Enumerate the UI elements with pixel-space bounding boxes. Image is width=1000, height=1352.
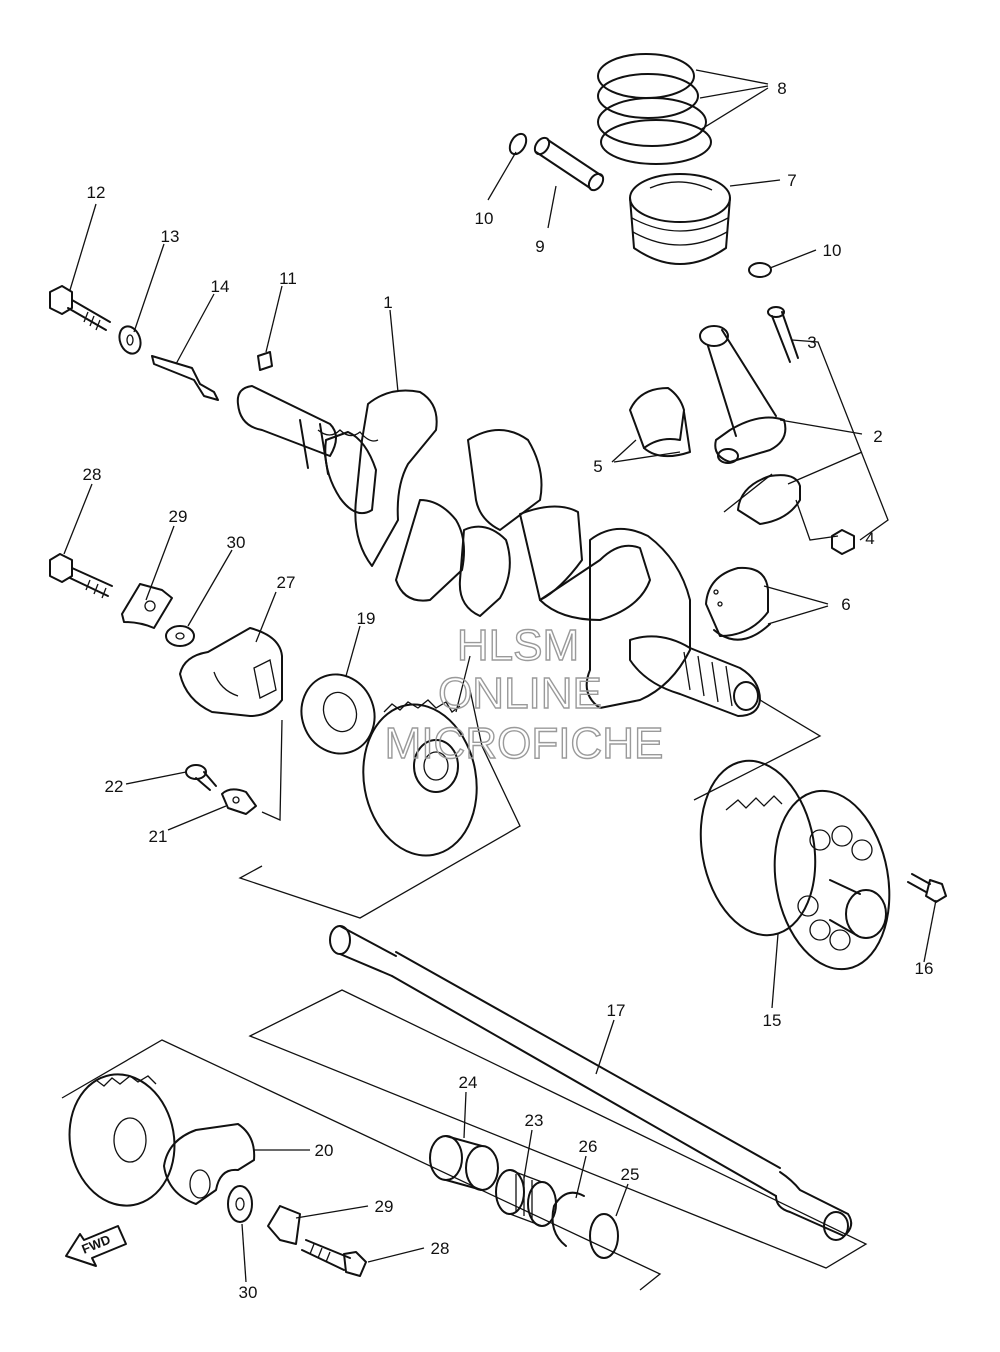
- callout-30-upper: 30: [227, 533, 246, 552]
- balancer-driven-gear: [68, 1073, 176, 1207]
- lock-washer-29-lower: [267, 1205, 301, 1245]
- washer-30-lower: [227, 1185, 253, 1223]
- callout-23: 23: [525, 1111, 544, 1130]
- washer-13: [118, 325, 142, 355]
- callout-7: 7: [787, 171, 796, 190]
- callout-6: 6: [841, 595, 850, 614]
- needle-bearing-23: [495, 1169, 557, 1227]
- bearing-shells-upper: [629, 387, 691, 458]
- callout-28-lower: 28: [431, 1239, 450, 1258]
- callout-numbers: 8 7 10 9 10 12 13 14 11 1 3 2 5 4 6 28 2…: [83, 79, 934, 1302]
- piston-pin: [533, 136, 605, 192]
- callout-8: 8: [777, 79, 786, 98]
- stopper-21: [221, 788, 257, 815]
- woodruff-key-11: [257, 351, 273, 371]
- callout-14: 14: [211, 277, 230, 296]
- callout-24: 24: [459, 1073, 478, 1092]
- callout-10-left: 10: [475, 209, 494, 228]
- callout-27: 27: [277, 573, 296, 592]
- callout-15: 15: [763, 1011, 782, 1030]
- watermark-line-2: ONLINE: [438, 669, 602, 718]
- callout-19: 19: [357, 609, 376, 628]
- flange-bolt-12: [49, 285, 111, 331]
- callout-2: 2: [873, 427, 882, 446]
- watermark: HLSM ONLINE MICROFICHE: [384, 620, 664, 768]
- fwd-arrow-icon: FWD: [65, 1225, 127, 1267]
- assembly-outlines: [61, 473, 868, 1291]
- circlip-26: [551, 1191, 585, 1247]
- callout-16: 16: [915, 959, 934, 978]
- connecting-rod: [699, 325, 787, 464]
- watermark-line-1: HLSM: [457, 621, 579, 670]
- callout-28-upper: 28: [83, 465, 102, 484]
- callout-4: 4: [865, 529, 874, 548]
- circlip-25: [589, 1213, 619, 1259]
- screw-22: [185, 764, 217, 791]
- lock-washer-29-upper: [121, 583, 173, 629]
- balancer-drive-gear-18: [362, 699, 478, 857]
- piston-rings: [597, 53, 712, 165]
- callout-29-lower: 29: [375, 1197, 394, 1216]
- plate-14: [151, 355, 219, 401]
- balancer-weight-27: [179, 627, 283, 717]
- callout-30-lower: 30: [239, 1283, 258, 1302]
- callout-22: 22: [105, 777, 124, 796]
- balancer-weight-20: [163, 1123, 256, 1205]
- callout-10-right: 10: [823, 241, 842, 260]
- crankshaft: [236, 385, 761, 717]
- crank-bearing-assembly-15: [699, 759, 891, 971]
- rod-nut: [831, 529, 855, 555]
- callout-5: 5: [593, 457, 602, 476]
- callout-26: 26: [579, 1137, 598, 1156]
- circlip-right: [748, 262, 772, 278]
- bearing-19: [300, 673, 376, 755]
- rod-cap: [737, 474, 801, 525]
- bearing-shells-main: [705, 566, 771, 641]
- circlip-left: [508, 132, 528, 156]
- callout-3: 3: [807, 333, 816, 352]
- washer-30-upper: [165, 625, 195, 647]
- primary-shaft-17: [329, 925, 853, 1241]
- screw-16: [907, 873, 947, 903]
- callout-20: 20: [315, 1141, 334, 1160]
- rod-bolt: [767, 306, 799, 363]
- callout-9: 9: [535, 237, 544, 256]
- collar-24: [429, 1135, 499, 1191]
- callout-21: 21: [149, 827, 168, 846]
- watermark-line-3: MICROFICHE: [385, 719, 664, 768]
- bolt-28-upper: [49, 553, 113, 599]
- callout-13: 13: [161, 227, 180, 246]
- callout-11: 11: [279, 269, 297, 288]
- piston: [629, 173, 731, 265]
- svg-text:FWD: FWD: [80, 1232, 113, 1257]
- callout-17: 17: [607, 1001, 626, 1020]
- callout-12: 12: [87, 183, 106, 202]
- bolt-28-lower: [301, 1239, 367, 1277]
- callout-1: 1: [383, 293, 392, 312]
- callout-29-upper: 29: [169, 507, 188, 526]
- leader-lines: [63, 69, 937, 1283]
- callout-25: 25: [621, 1165, 640, 1184]
